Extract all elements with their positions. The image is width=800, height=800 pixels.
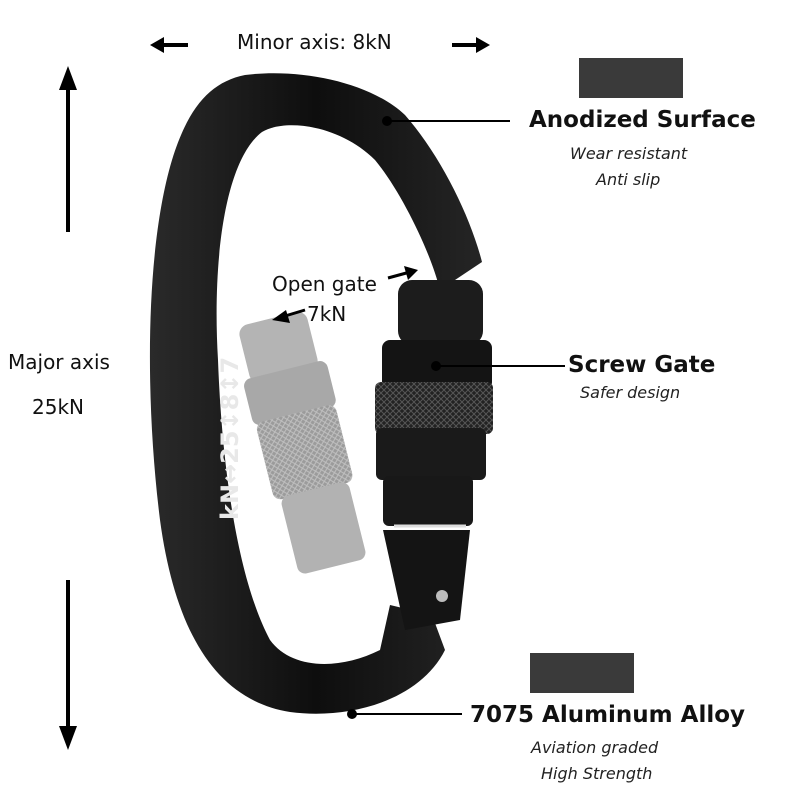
screw-gate-leader bbox=[431, 361, 565, 371]
alloy-sub2: High Strength bbox=[541, 764, 653, 783]
major-axis-down-arrow bbox=[59, 580, 77, 750]
open-gate-ghost bbox=[239, 312, 366, 574]
open-gate-arrow bbox=[272, 266, 418, 323]
major-axis-label-line1: Major axis bbox=[8, 350, 110, 374]
alloy-color-swatch bbox=[530, 653, 634, 693]
anodized-color-swatch bbox=[579, 58, 683, 98]
anodized-title: Anodized Surface bbox=[529, 107, 756, 133]
screw-gate-sub1: Safer design bbox=[580, 383, 681, 402]
open-gate-label-line1: Open gate bbox=[272, 272, 377, 296]
alloy-leader bbox=[347, 709, 462, 719]
alloy-title: 7075 Aluminum Alloy bbox=[470, 702, 746, 728]
screw-gate-title: Screw Gate bbox=[568, 352, 716, 378]
open-gate-label-line2: 7kN bbox=[307, 302, 347, 326]
anodized-leader bbox=[382, 116, 510, 126]
screw-gate bbox=[375, 280, 493, 630]
minor-axis-left-arrow bbox=[150, 37, 188, 53]
major-axis-label-line2: 25kN bbox=[32, 395, 84, 419]
alloy-sub1: Aviation graded bbox=[531, 738, 659, 757]
spine-marking: kN↔25↕8↕7 bbox=[216, 357, 244, 520]
anodized-sub1: Wear resistant bbox=[570, 144, 688, 163]
anodized-sub2: Anti slip bbox=[596, 170, 661, 189]
minor-axis-right-arrow bbox=[452, 37, 490, 53]
minor-axis-label: Minor axis: 8kN bbox=[237, 30, 392, 54]
carabiner-frame bbox=[149, 73, 482, 714]
major-axis-up-arrow bbox=[59, 66, 77, 232]
